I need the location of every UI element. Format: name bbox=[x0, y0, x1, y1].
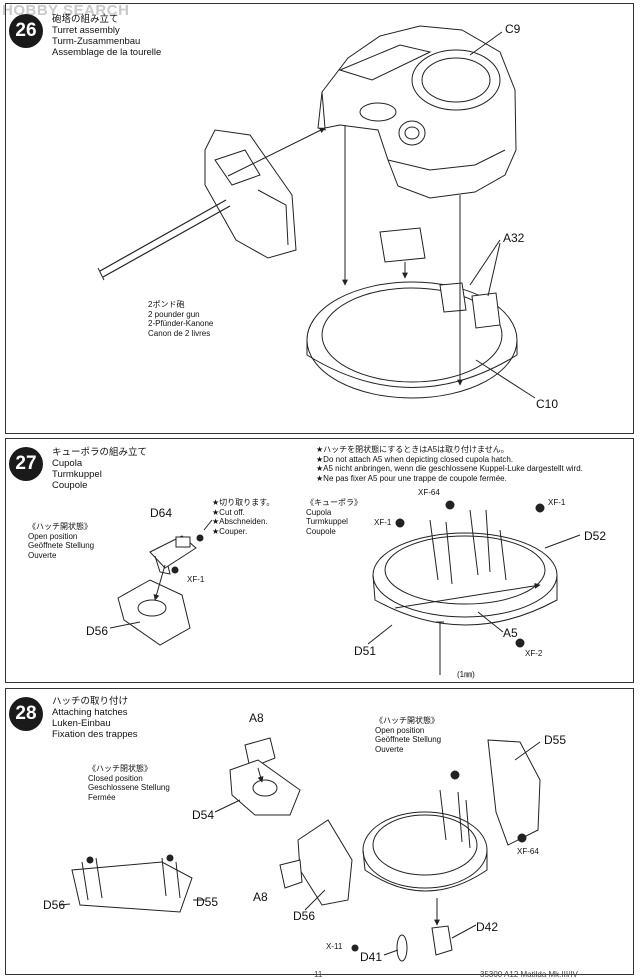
gun-label: 2ポンド砲 2 pounder gun 2-Pfünder-Kanone Can… bbox=[148, 300, 214, 338]
page-number: 11 bbox=[314, 970, 323, 979]
step-28-open-position-label: 《ハッチ開状態》 Open position Geöffnete Stellun… bbox=[375, 716, 442, 754]
part-d52-label: D52 bbox=[584, 529, 607, 543]
hatch-d64-illustration bbox=[109, 519, 213, 646]
paint-xf64-label-27: XF-64 bbox=[418, 488, 440, 497]
gun-illustration bbox=[97, 127, 326, 281]
step-26-panel bbox=[5, 3, 634, 434]
step-26-title-fr: Assemblage de la tourelle bbox=[52, 47, 162, 58]
part-d56-label-28b: D56 bbox=[293, 909, 316, 923]
step-26-title-de: Turm-Zusammenbau bbox=[52, 36, 141, 47]
step-27-open-position-label: 《ハッチ開状態》 Open position Geöffnete Stellun… bbox=[28, 522, 95, 560]
step-28-number: 28 bbox=[9, 697, 43, 731]
paint-x11-label: X-11 bbox=[326, 942, 343, 951]
step-28-panel bbox=[5, 688, 634, 975]
cut-off-note: ★切り取ります。 ★Cut off. ★Abschneiden. ★Couper… bbox=[212, 498, 275, 536]
hatch-d54-illustration bbox=[214, 737, 301, 816]
paint-xf64-label-28: XF-64 bbox=[517, 847, 539, 856]
part-a8-label-b: A8 bbox=[253, 890, 268, 904]
part-d54-label: D54 bbox=[192, 808, 215, 822]
paint-xf2-label: XF-2 bbox=[525, 649, 543, 658]
step-26-number: 26 bbox=[9, 14, 43, 48]
step-27-number: 27 bbox=[9, 447, 43, 481]
paint-xf1-label-a: XF-1 bbox=[187, 575, 205, 584]
part-d64-label: D64 bbox=[150, 506, 173, 520]
screw-size-label: (1㎜) bbox=[457, 670, 475, 679]
step-26-title: 砲塔の組み立て Turret assembly Turm-Zusammenbau… bbox=[52, 14, 161, 58]
step-26-title-jp: 砲塔の組み立て bbox=[52, 14, 119, 25]
part-a5-label: A5 bbox=[503, 626, 518, 640]
part-d41-label: D41 bbox=[360, 950, 383, 964]
part-d55-label-b: D55 bbox=[196, 895, 219, 909]
cupola-label: 《キューポラ》 Cupola Turmkuppel Coupole bbox=[306, 498, 362, 536]
part-a8-label-a: A8 bbox=[249, 711, 264, 725]
closed-hatch-illustration bbox=[59, 854, 205, 913]
part-d51-label: D51 bbox=[354, 644, 377, 658]
cupola-assembly-illustration bbox=[279, 739, 541, 962]
paint-xf1-label-b: XF-1 bbox=[548, 498, 566, 507]
cupola-ring-illustration bbox=[367, 500, 581, 675]
paint-xf1-label-c: XF-1 bbox=[374, 518, 392, 527]
step-28-title: ハッチの取り付け Attaching hatches Luken-Einbau … bbox=[52, 696, 138, 740]
part-d55-label-a: D55 bbox=[544, 733, 567, 747]
step-27-panel bbox=[5, 438, 634, 683]
part-d56-label-27: D56 bbox=[86, 624, 109, 638]
part-d56-label-28a: D56 bbox=[43, 898, 66, 912]
part-a32-label: A32 bbox=[503, 231, 525, 245]
step-26-title-en: Turret assembly bbox=[52, 25, 120, 36]
part-c9-label: C9 bbox=[505, 22, 521, 36]
watermark-logo: HOBBY SEARCH bbox=[2, 2, 130, 19]
product-footer: 35300 A12 Matilda Mk.III/IV bbox=[480, 970, 578, 979]
step-27-title: キューポラの組み立て Cupola Turmkuppel Coupole bbox=[52, 447, 148, 491]
turret-ring-illustration bbox=[306, 31, 536, 399]
turret-body-illustration bbox=[317, 25, 517, 199]
step-27-note: ★ハッチを閉状態にするときはA5は取り付けません。 ★Do not attach… bbox=[316, 445, 583, 483]
part-c10-label: C10 bbox=[536, 397, 559, 411]
closed-position-label: 《ハッチ閉状態》 Closed position Geschlossene St… bbox=[88, 764, 170, 802]
part-d42-label: D42 bbox=[476, 920, 499, 934]
